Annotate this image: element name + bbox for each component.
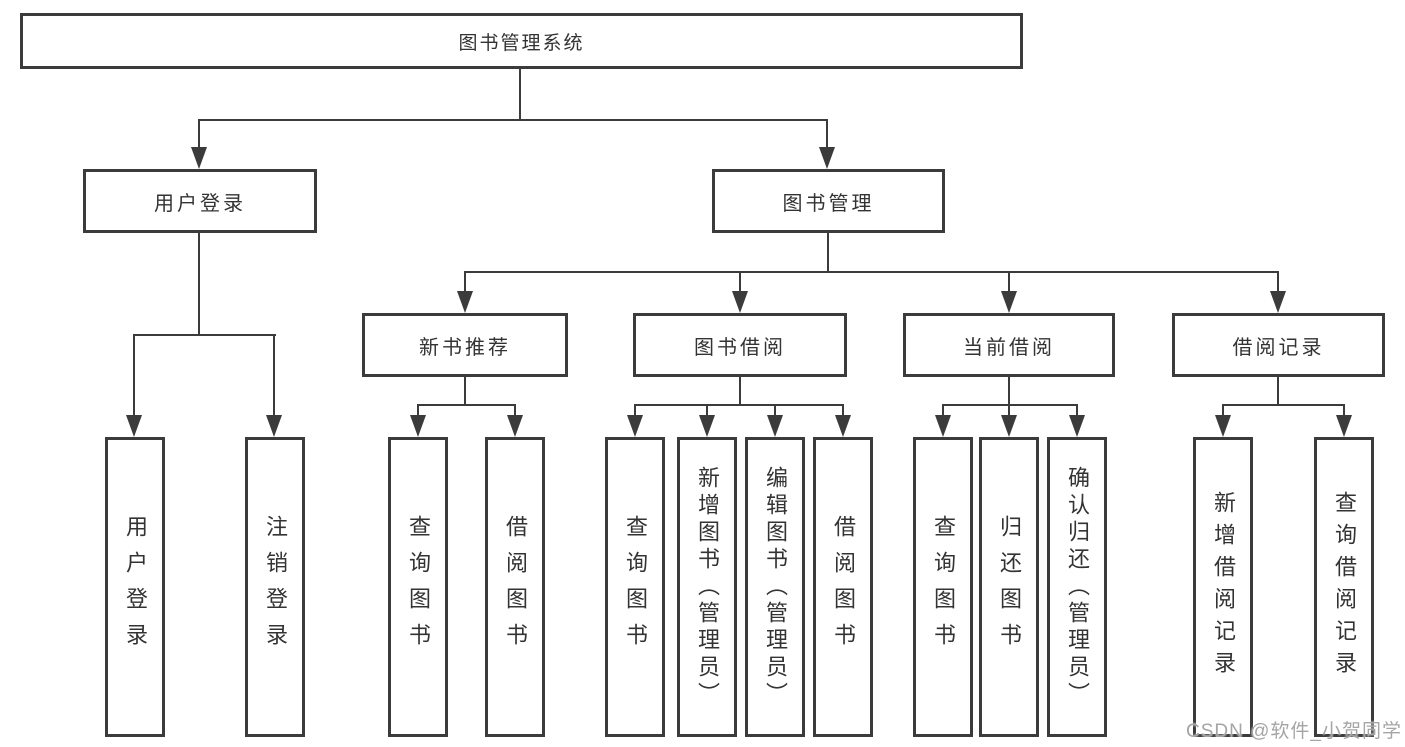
leaf-label: 确认归还（管理员） (1065, 465, 1090, 709)
connector-line (739, 377, 741, 406)
connector-line (417, 404, 516, 406)
leaf-logout: 注销登录 (245, 437, 305, 737)
arrow-down-icon (1270, 291, 1286, 313)
connector-line (464, 377, 466, 406)
leaf-label: 查询图书 (623, 515, 648, 659)
leaf-label: 借阅图书 (503, 515, 528, 659)
node-library-management-system: 图书管理系统 (20, 13, 1023, 69)
leaf-return-books: 归还图书 (979, 437, 1039, 737)
leaf-borrow-books: 借阅图书 (485, 437, 545, 737)
connector-line (706, 404, 708, 418)
connector-line (827, 233, 829, 273)
connector-line (198, 119, 828, 121)
node-new-book-recommendation: 新书推荐 (362, 313, 568, 377)
connector-line (634, 404, 844, 406)
connector-line (842, 404, 844, 418)
node-label: 借阅记录 (1232, 336, 1325, 359)
connector-line (1222, 404, 1345, 406)
connector-line (514, 404, 516, 418)
connector-line (519, 69, 521, 121)
node-label: 当前借阅 (963, 336, 1055, 359)
connector-line (464, 271, 1279, 273)
connector-line (634, 404, 636, 418)
leaf-confirm-return-admin: 确认归还（管理员） (1047, 437, 1107, 737)
leaf-add-books-admin: 新增图书（管理员） (677, 437, 737, 737)
arrow-down-icon (935, 415, 951, 437)
arrow-down-icon (627, 415, 643, 437)
connector-line (1277, 271, 1279, 293)
connector-line (774, 404, 776, 418)
connector-line (826, 119, 828, 149)
connector-line (1008, 404, 1010, 418)
connector-line (1277, 377, 1279, 406)
node-user-login: 用户登录 (83, 169, 317, 233)
connector-line (1222, 404, 1224, 418)
leaf-label: 用户登录 (123, 515, 148, 659)
connector-line (942, 404, 944, 418)
arrow-down-icon (767, 415, 783, 437)
arrow-down-icon (835, 415, 851, 437)
arrow-down-icon (1001, 415, 1017, 437)
connector-line (273, 334, 275, 417)
leaf-label: 编辑图书（管理员） (763, 465, 788, 709)
connector-line (133, 334, 135, 417)
node-current-borrowing: 当前借阅 (903, 313, 1115, 377)
node-borrowing-records: 借阅记录 (1172, 313, 1385, 377)
node-label: 新书推荐 (419, 336, 511, 359)
connector-line (417, 404, 419, 418)
leaf-query-books: 查询图书 (605, 437, 665, 737)
leaf-user-login: 用户登录 (105, 437, 165, 737)
arrow-down-icon (1001, 291, 1017, 313)
arrow-down-icon (410, 415, 426, 437)
connector-line (198, 119, 200, 149)
arrow-down-icon (126, 415, 142, 437)
leaf-add-borrow-record: 新增借阅记录 (1193, 437, 1253, 737)
leaf-edit-books-admin: 编辑图书（管理员） (745, 437, 805, 737)
connector-line (1076, 404, 1078, 418)
leaf-label: 新增图书（管理员） (695, 465, 720, 709)
connector-line (198, 233, 200, 336)
csdn-watermark: CSDN @软件_小贺同学 (1186, 721, 1402, 742)
node-book-borrowing: 图书借阅 (633, 313, 847, 377)
leaf-query-borrow-record: 查询借阅记录 (1314, 437, 1374, 737)
leaf-label: 查询图书 (931, 515, 956, 659)
leaf-borrow-books: 借阅图书 (813, 437, 873, 737)
connector-line (464, 271, 466, 293)
node-label: 图书管理系统 (458, 32, 585, 54)
connector-line (133, 334, 276, 336)
leaf-label: 查询借阅记录 (1332, 491, 1357, 683)
leaf-label: 归还图书 (997, 515, 1022, 659)
arrow-down-icon (732, 291, 748, 313)
node-label: 图书借阅 (694, 336, 786, 359)
leaf-label: 新增借阅记录 (1211, 491, 1236, 683)
node-book-management: 图书管理 (712, 169, 945, 233)
connector-line (1343, 404, 1345, 418)
leaf-query-books: 查询图书 (388, 437, 448, 737)
arrow-down-icon (191, 147, 207, 169)
arrow-down-icon (266, 415, 282, 437)
connector-line (1008, 271, 1010, 293)
arrow-down-icon (1336, 415, 1352, 437)
arrow-down-icon (1069, 415, 1085, 437)
node-label: 用户登录 (154, 192, 246, 215)
arrow-down-icon (699, 415, 715, 437)
connector-line (739, 271, 741, 293)
node-label: 图书管理 (782, 192, 875, 215)
connector-line (1008, 377, 1010, 406)
connector-line (942, 404, 1078, 406)
arrow-down-icon (1215, 415, 1231, 437)
leaf-label: 借阅图书 (831, 515, 856, 659)
arrow-down-icon (457, 291, 473, 313)
leaf-query-books: 查询图书 (913, 437, 973, 737)
leaf-label: 注销登录 (263, 515, 288, 659)
leaf-label: 查询图书 (406, 515, 431, 659)
arrow-down-icon (507, 415, 523, 437)
arrow-down-icon (819, 147, 835, 169)
